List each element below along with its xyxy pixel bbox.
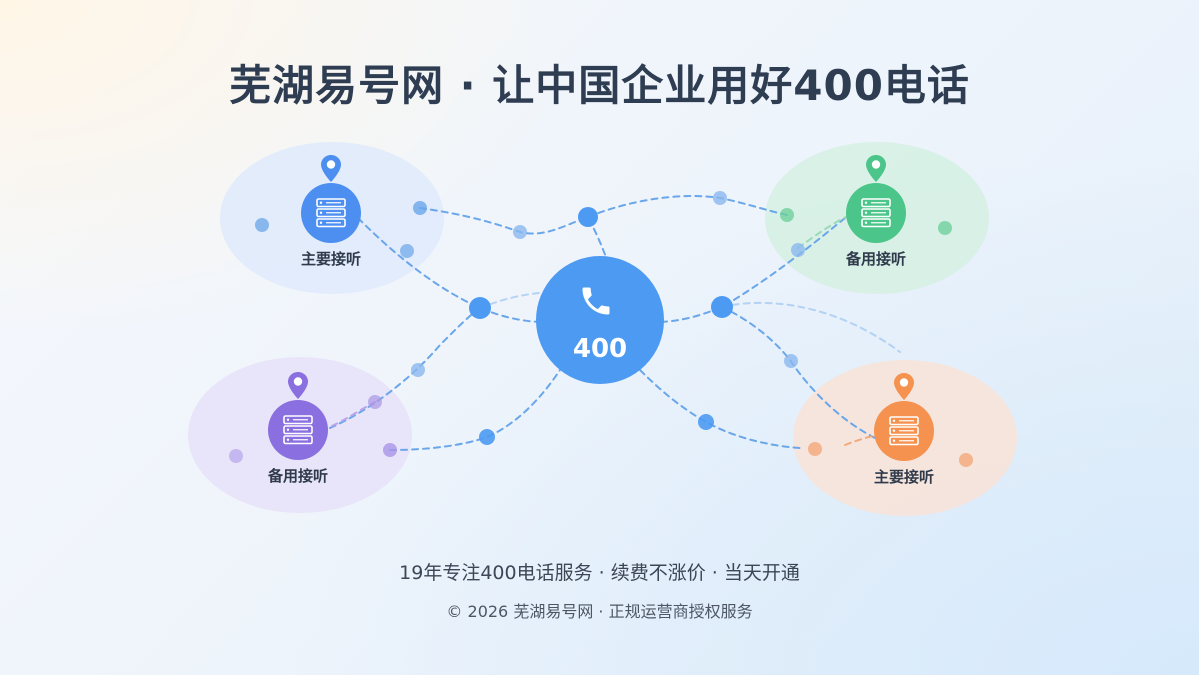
location-pin-icon xyxy=(321,155,341,182)
page-title: 芜湖易号网 · 让中国企业用好400电话 xyxy=(229,61,970,110)
link-side-left xyxy=(479,291,561,309)
link-top-right-inner xyxy=(797,214,851,249)
connector-dot xyxy=(711,296,733,318)
endpoint-node-top-left: 主要接听 xyxy=(301,155,361,268)
endpoint-label: 备用接听 xyxy=(845,250,906,268)
endpoint-label: 备用接听 xyxy=(267,467,328,485)
connector-dot xyxy=(791,243,805,257)
link-hub-bottom-left xyxy=(329,307,481,429)
connector-dot xyxy=(938,221,952,235)
connector-dot xyxy=(578,207,598,227)
endpoint-label: 主要接听 xyxy=(874,468,934,486)
connector-dot xyxy=(469,297,491,319)
server-icon xyxy=(861,198,891,228)
connector-dot xyxy=(255,218,269,232)
connector-dot xyxy=(808,442,822,456)
connector-dot xyxy=(479,429,495,445)
footer-copyright: © 2026 芜湖易号网 · 正规运营商授权服务 xyxy=(446,602,753,621)
link-top-arc-left xyxy=(419,207,609,263)
connector-dot xyxy=(713,191,727,205)
link-bottom-right-arc xyxy=(639,369,801,449)
endpoint-node-top-right: 备用接听 xyxy=(845,155,906,268)
endpoint-node-bottom-right: 主要接听 xyxy=(874,373,934,486)
endpoint-node-bottom-left: 备用接听 xyxy=(267,372,328,485)
connector-dot xyxy=(780,208,794,222)
link-bottom-left-arc xyxy=(389,369,561,451)
server-icon xyxy=(283,415,313,445)
phone-icon xyxy=(582,287,610,315)
hub-circle xyxy=(536,256,664,384)
connector-dot xyxy=(229,449,243,463)
connector-dot xyxy=(959,453,973,467)
connector-dot xyxy=(400,244,414,258)
connector-dot xyxy=(368,395,382,409)
hub-node: 400 xyxy=(536,256,664,384)
connector-dot xyxy=(513,225,527,239)
server-icon xyxy=(316,198,346,228)
connector-dot xyxy=(784,354,798,368)
endpoint-label: 主要接听 xyxy=(301,250,361,268)
footer-tagline: 19年专注400电话服务 · 续费不涨价 · 当天开通 xyxy=(399,562,800,584)
server-icon xyxy=(889,416,919,446)
connector-dot xyxy=(413,201,427,215)
connector-dot xyxy=(383,443,397,457)
hub-label: 400 xyxy=(573,334,627,364)
connector-dot xyxy=(698,414,714,430)
location-pin-icon xyxy=(866,155,886,182)
location-pin-icon xyxy=(894,373,914,400)
location-pin-icon xyxy=(288,372,308,399)
link-side-right xyxy=(721,301,901,353)
connector-dot xyxy=(411,363,425,377)
link-hub-top-right xyxy=(654,217,846,323)
link-top-arc-right xyxy=(587,195,788,218)
